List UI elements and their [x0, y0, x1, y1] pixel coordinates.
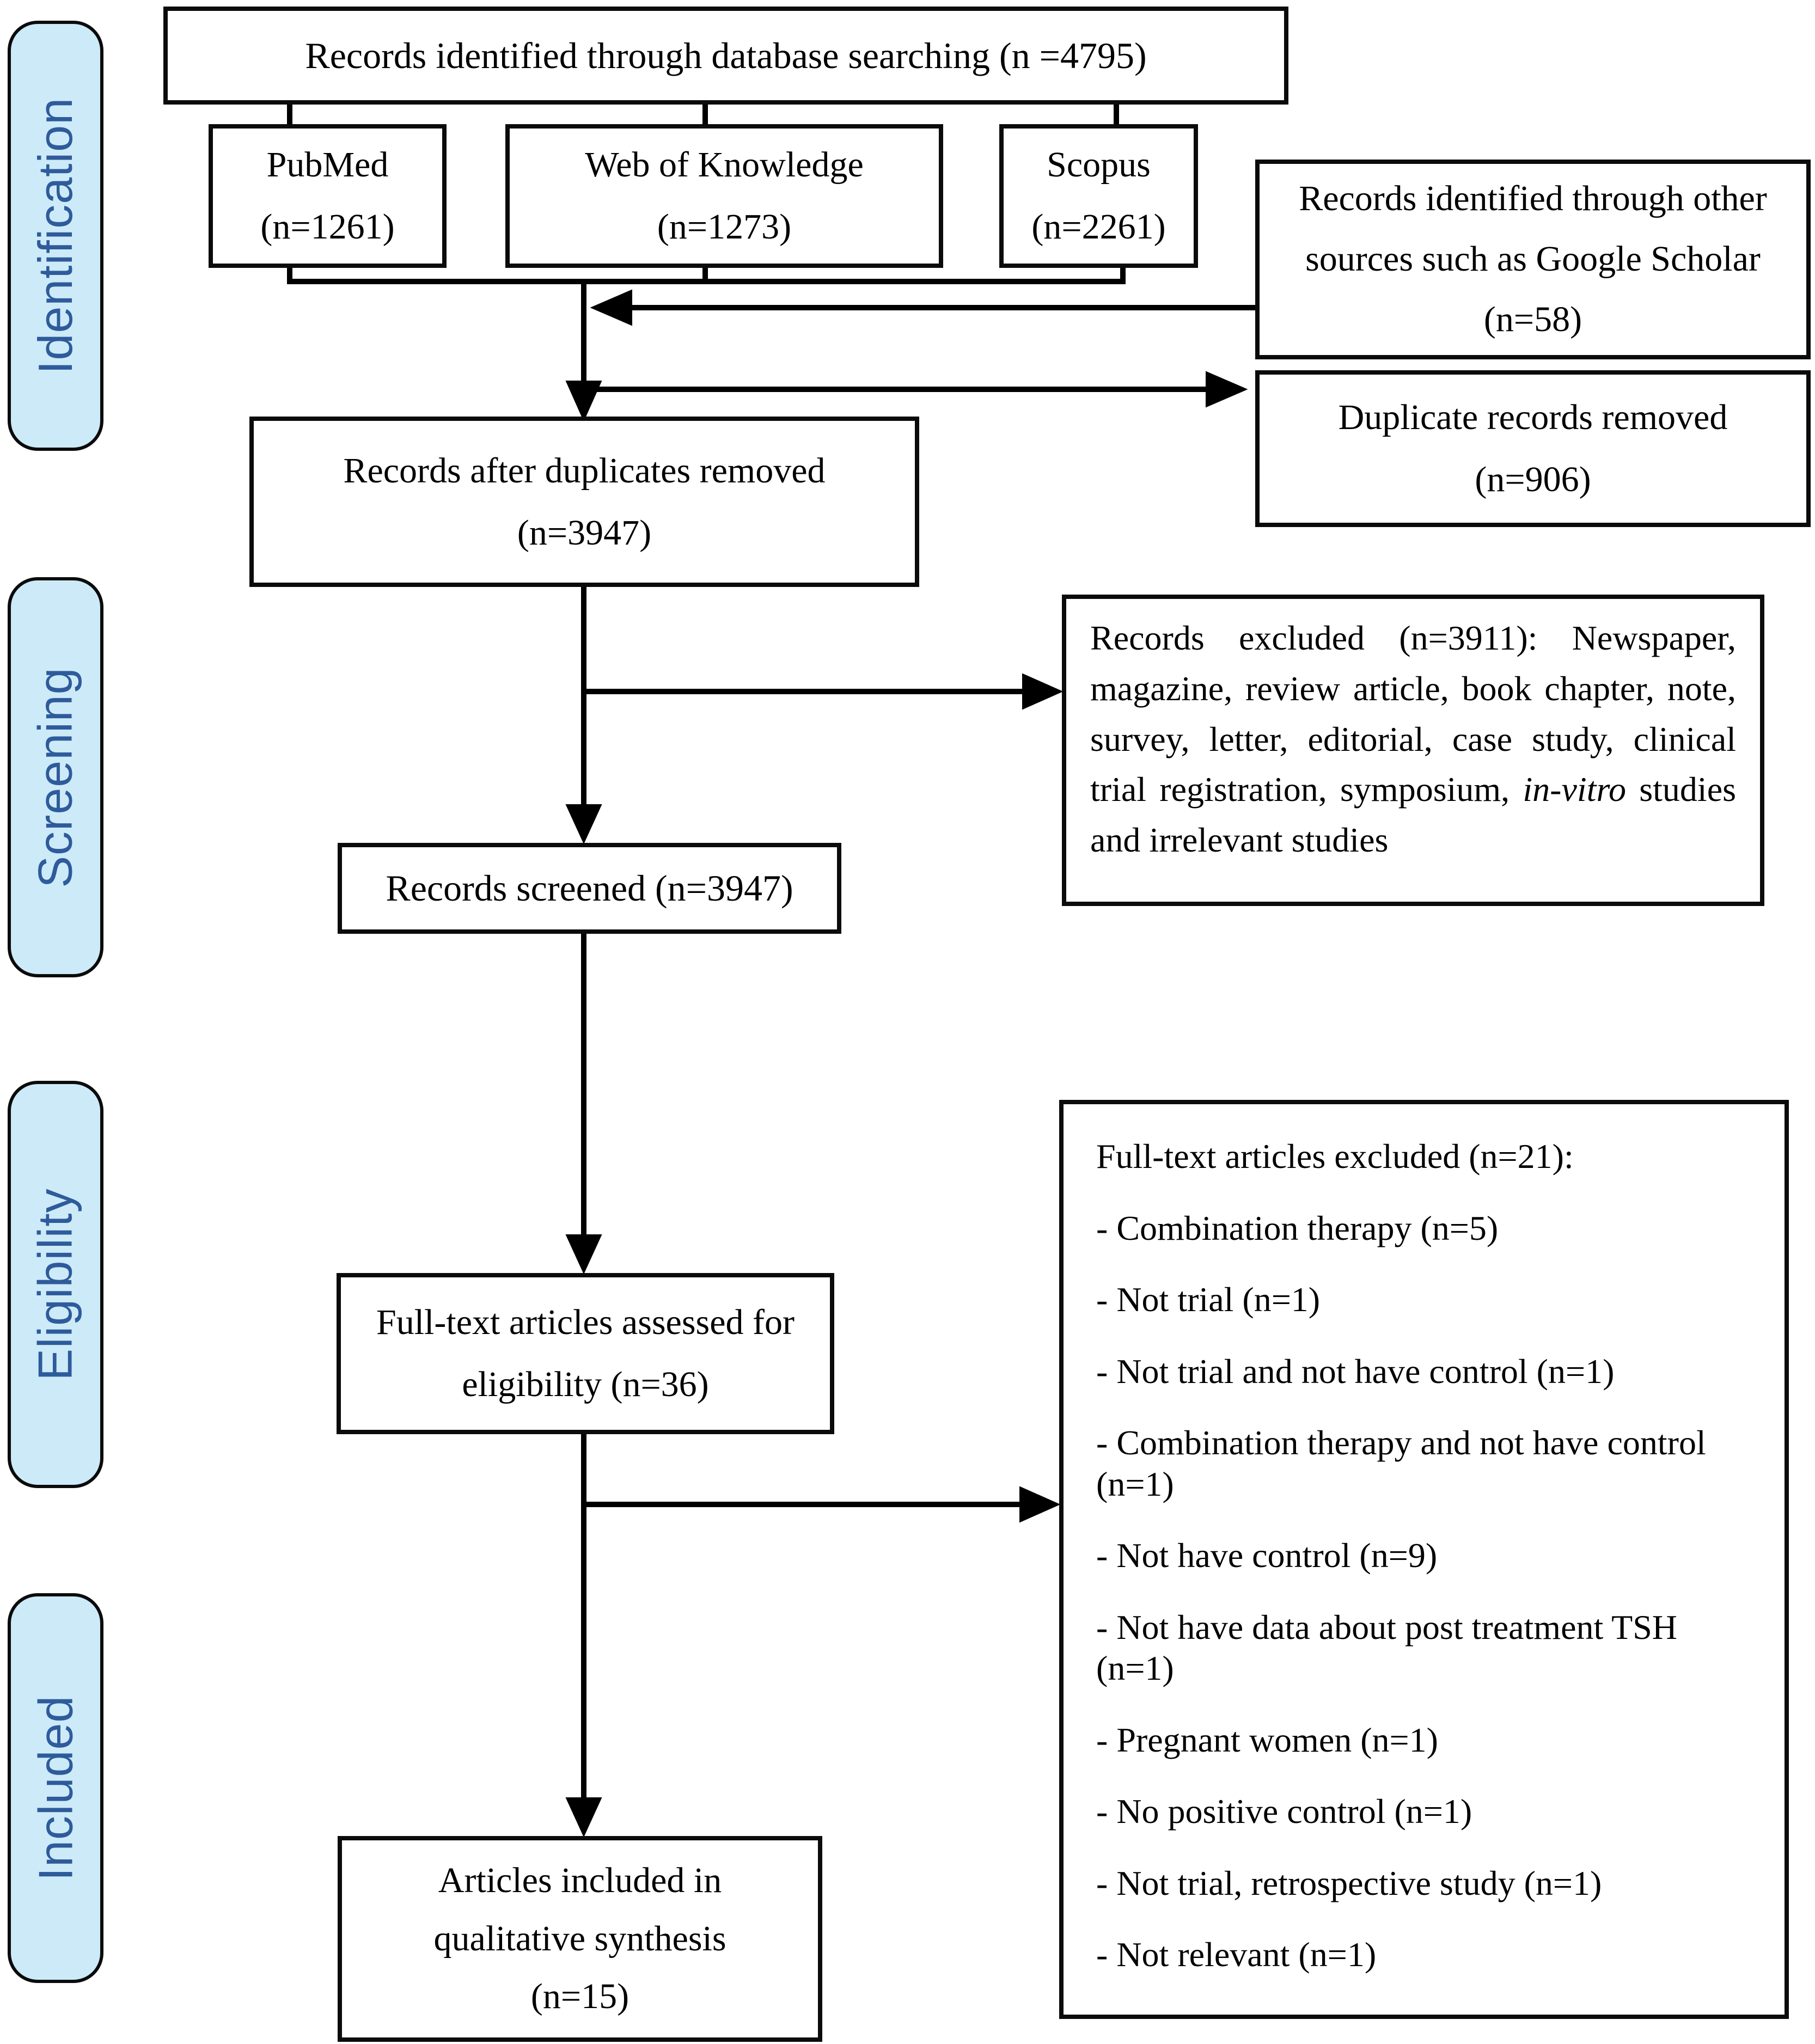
box-records-screened-text: Records screened (n=3947) [386, 867, 793, 909]
stage-label-included: Included [8, 1593, 103, 1983]
arrowhead-records-excluded [1022, 673, 1064, 710]
stage-label-identification: Identification [8, 21, 103, 451]
fulltext-excluded-item: - Not have control (n=9) [1096, 1536, 1438, 1575]
box-web-of-knowledge-name: Web of Knowledge [585, 145, 864, 185]
box-other-sources-line2: sources such as Google Scholar [1305, 239, 1761, 279]
box-records-excluded-paragraph: Records excluded (n=3911): Newspaper, ma… [1090, 613, 1736, 866]
records-excluded-text: Records excluded (n=3911): Newspaper, ma… [1090, 619, 1736, 809]
stage-label-included-text: Included [28, 1695, 82, 1881]
box-records-excluded: Records excluded (n=3911): Newspaper, ma… [1062, 595, 1764, 906]
fulltext-excluded-item: - No positive control (n=1) [1096, 1792, 1472, 1831]
box-database-search-text: Records identified through database sear… [305, 34, 1147, 76]
box-fulltext-assessed-line1: Full-text articles assessed for [376, 1302, 795, 1343]
fulltext-excluded-item: - Not trial, retrospective study (n=1) [1096, 1863, 1602, 1902]
fulltext-excluded-item: - Not relevant (n=1) [1096, 1935, 1377, 1974]
box-scopus-count: (n=2261) [1031, 207, 1166, 247]
stage-label-eligibility-text: Eligibility [28, 1188, 82, 1381]
arrowhead-duplicates [1206, 371, 1248, 408]
fulltext-excluded-item: - Combination therapy (n=5) [1096, 1208, 1499, 1247]
stage-label-identification-text: Identification [28, 97, 83, 375]
fulltext-excluded-item: - Not trial (n=1) [1096, 1280, 1321, 1319]
box-included-articles-line1: Articles included in [438, 1860, 722, 1900]
box-after-duplicates-count: (n=3947) [517, 512, 652, 553]
box-fulltext-assessed: Full-text articles assessed for eligibil… [337, 1273, 834, 1434]
box-pubmed-name: PubMed [266, 145, 389, 185]
box-after-duplicates-text: Records after duplicates removed [343, 450, 826, 491]
arrowhead-included [565, 1797, 602, 1838]
stage-label-eligibility: Eligibility [8, 1081, 103, 1488]
box-fulltext-assessed-line2: eligibility (n=36) [462, 1364, 709, 1404]
records-excluded-italic-term: in-vitro [1523, 770, 1626, 809]
box-other-sources: Records identified through other sources… [1255, 160, 1811, 359]
fulltext-excluded-item: - Combination therapy and not have contr… [1096, 1423, 1706, 1503]
box-included-articles-count: (n=15) [530, 1976, 630, 2017]
box-fulltext-excluded: Full-text articles excluded (n=21): - Co… [1059, 1100, 1789, 2019]
box-scopus-name: Scopus [1047, 145, 1151, 185]
fulltext-excluded-item: - Not trial and not have control (n=1) [1096, 1351, 1615, 1391]
box-other-sources-line1: Records identified through other [1299, 179, 1767, 219]
box-pubmed-count: (n=1261) [260, 207, 395, 247]
box-after-duplicates: Records after duplicates removed (n=3947… [249, 417, 919, 587]
arrowhead-assessed [565, 1234, 602, 1275]
fulltext-excluded-item: - Not have data about post treatment TSH… [1096, 1607, 1677, 1688]
arrowhead-screened [565, 804, 602, 844]
records-excluded-text-tail: studies and irrelevant studies [1090, 770, 1736, 860]
box-duplicates-removed-text: Duplicate records removed [1338, 397, 1728, 438]
box-web-of-knowledge: Web of Knowledge (n=1273) [505, 124, 943, 268]
stage-label-screening-text: Screening [28, 666, 83, 888]
fulltext-excluded-item: - Pregnant women (n=1) [1096, 1720, 1438, 1759]
arrowhead-fulltext-excluded [1019, 1486, 1061, 1523]
box-included-articles: Articles included in qualitative synthes… [338, 1836, 822, 2042]
box-duplicates-removed: Duplicate records removed (n=906) [1255, 370, 1811, 527]
box-other-sources-count: (n=58) [1483, 299, 1582, 339]
stage-label-screening: Screening [8, 577, 103, 977]
fulltext-excluded-title: Full-text articles excluded (n=21): [1096, 1137, 1574, 1176]
box-records-screened: Records screened (n=3947) [338, 843, 841, 934]
box-pubmed: PubMed (n=1261) [209, 124, 447, 268]
box-duplicates-removed-count: (n=906) [1475, 460, 1591, 499]
arrowhead-other-sources [590, 289, 632, 326]
box-included-articles-line2: qualitative synthesis [433, 1918, 726, 1959]
box-database-search: Records identified through database sear… [163, 7, 1288, 105]
box-scopus: Scopus (n=2261) [999, 124, 1198, 268]
box-web-of-knowledge-count: (n=1273) [657, 207, 792, 247]
